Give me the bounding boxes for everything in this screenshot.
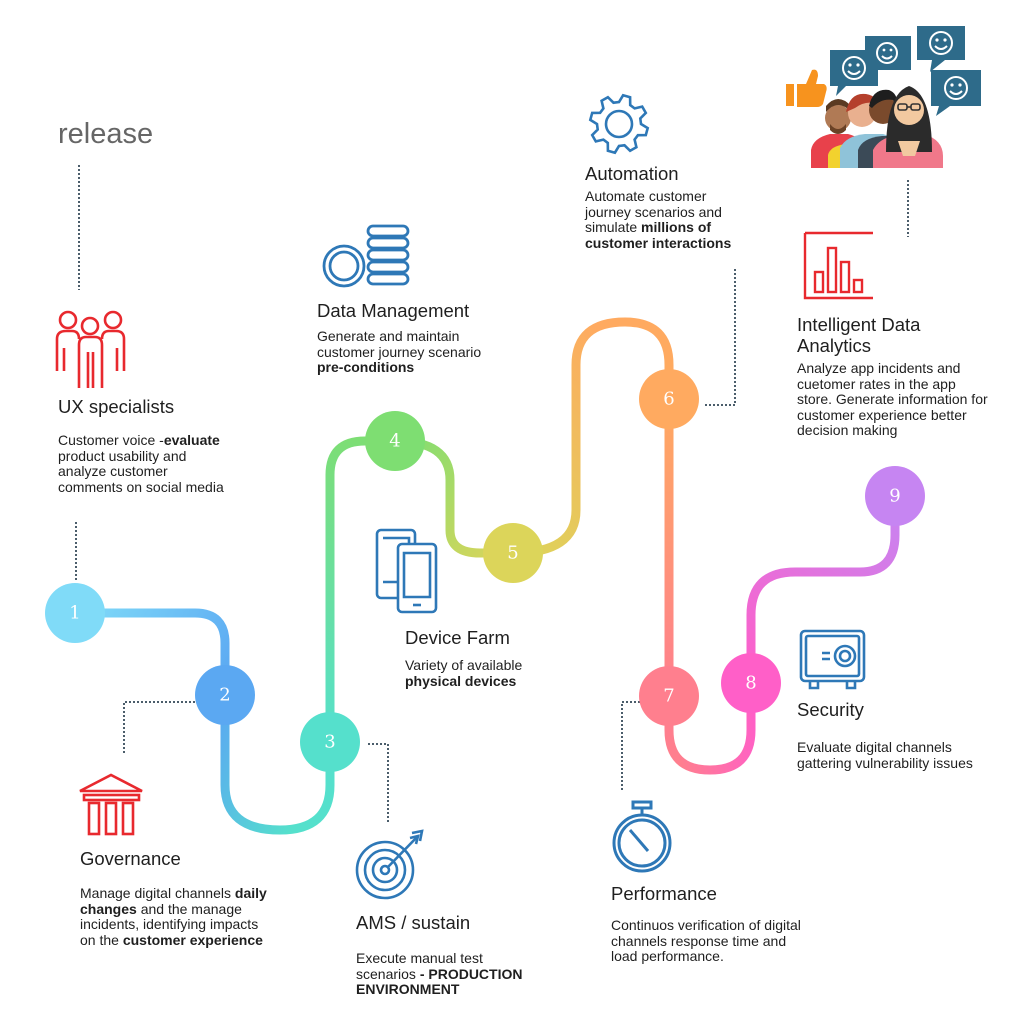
performance-title: Performance bbox=[611, 883, 717, 904]
journey-node-circle bbox=[195, 665, 255, 725]
journey-node-label: 7 bbox=[663, 686, 674, 707]
journey-node-1: 1 bbox=[45, 583, 105, 643]
bar-chart-icon bbox=[803, 231, 873, 300]
journey-node-circle bbox=[483, 523, 543, 583]
journey-node-2: 2 bbox=[195, 665, 255, 725]
connector-2 bbox=[123, 701, 195, 755]
thumbs-up-icon bbox=[786, 69, 827, 107]
release-label: release bbox=[58, 118, 154, 150]
stopwatch-icon bbox=[612, 800, 672, 873]
devices-icon bbox=[375, 528, 438, 614]
people-icon bbox=[55, 310, 126, 388]
journey-node-circle bbox=[639, 666, 699, 726]
safe-icon bbox=[799, 629, 866, 690]
journey-node-circle bbox=[639, 369, 699, 429]
journey-node-8: 8 bbox=[721, 653, 781, 713]
journey-node-circle bbox=[365, 411, 425, 471]
journey-node-circle bbox=[721, 653, 781, 713]
automation-desc: Automate customer journey scenarios and … bbox=[585, 188, 732, 251]
journey-node-circle bbox=[865, 466, 925, 526]
smiley-icon bbox=[842, 31, 968, 100]
governance-title: Governance bbox=[80, 848, 181, 869]
data-management-desc: Generate and maintain customer journey s… bbox=[317, 328, 482, 376]
journey-node-label: 6 bbox=[663, 389, 674, 410]
ams-desc: Execute manual test scenarios - PRODUCTI… bbox=[356, 950, 523, 998]
security-title: Security bbox=[797, 699, 864, 720]
target-icon bbox=[355, 829, 424, 900]
gear-icon bbox=[588, 93, 650, 155]
governance-desc: Manage digital channels daily changes an… bbox=[80, 885, 267, 948]
journey-node-5: 5 bbox=[483, 523, 543, 583]
journey-node-6: 6 bbox=[639, 369, 699, 429]
connector-3 bbox=[368, 743, 389, 822]
speech-bubbles bbox=[830, 26, 981, 116]
customers-illustration bbox=[786, 26, 981, 168]
security-desc: Evaluate digital channels gattering vuln… bbox=[797, 739, 973, 771]
journey-node-9: 9 bbox=[865, 466, 925, 526]
device-farm-desc: Variety of available physical devices bbox=[405, 657, 523, 689]
journey-node-7: 7 bbox=[639, 666, 699, 726]
journey-node-4: 4 bbox=[365, 411, 425, 471]
journey-node-circle bbox=[45, 583, 105, 643]
data-management-title: Data Management bbox=[317, 300, 470, 321]
analytics-desc: Analyze app incidents and cuetomer rates… bbox=[797, 360, 988, 439]
journey-node-label: 5 bbox=[507, 543, 518, 564]
journey-node-label: 9 bbox=[889, 486, 900, 507]
connectors bbox=[75, 165, 909, 822]
journey-node-label: 8 bbox=[745, 673, 756, 694]
performance-desc: Continuos verification of digital channe… bbox=[611, 917, 801, 965]
automation-title: Automation bbox=[585, 163, 679, 184]
ams-title: AMS / sustain bbox=[356, 912, 471, 933]
journey-node-label: 3 bbox=[324, 732, 335, 753]
journey-nodes: 1 2 3 4 5 6 7 8 9 bbox=[45, 369, 925, 772]
analytics-title: Intelligent Data Analytics bbox=[797, 314, 921, 356]
customers-people bbox=[811, 86, 943, 168]
journey-node-label: 4 bbox=[389, 431, 400, 452]
journey-node-circle bbox=[300, 712, 360, 772]
ux-desc: Customer voice -evaluate product usabili… bbox=[58, 432, 224, 495]
journey-node-label: 1 bbox=[69, 603, 80, 624]
connector-6 bbox=[705, 268, 736, 406]
ux-title: UX specialists bbox=[58, 396, 175, 417]
device-farm-title: Device Farm bbox=[405, 627, 510, 648]
database-icon bbox=[322, 224, 410, 288]
governance-icon bbox=[79, 773, 143, 836]
journey-node-label: 2 bbox=[219, 685, 230, 706]
connector-7 bbox=[621, 701, 640, 790]
journey-path bbox=[70, 317, 900, 835]
journey-node-3: 3 bbox=[300, 712, 360, 772]
